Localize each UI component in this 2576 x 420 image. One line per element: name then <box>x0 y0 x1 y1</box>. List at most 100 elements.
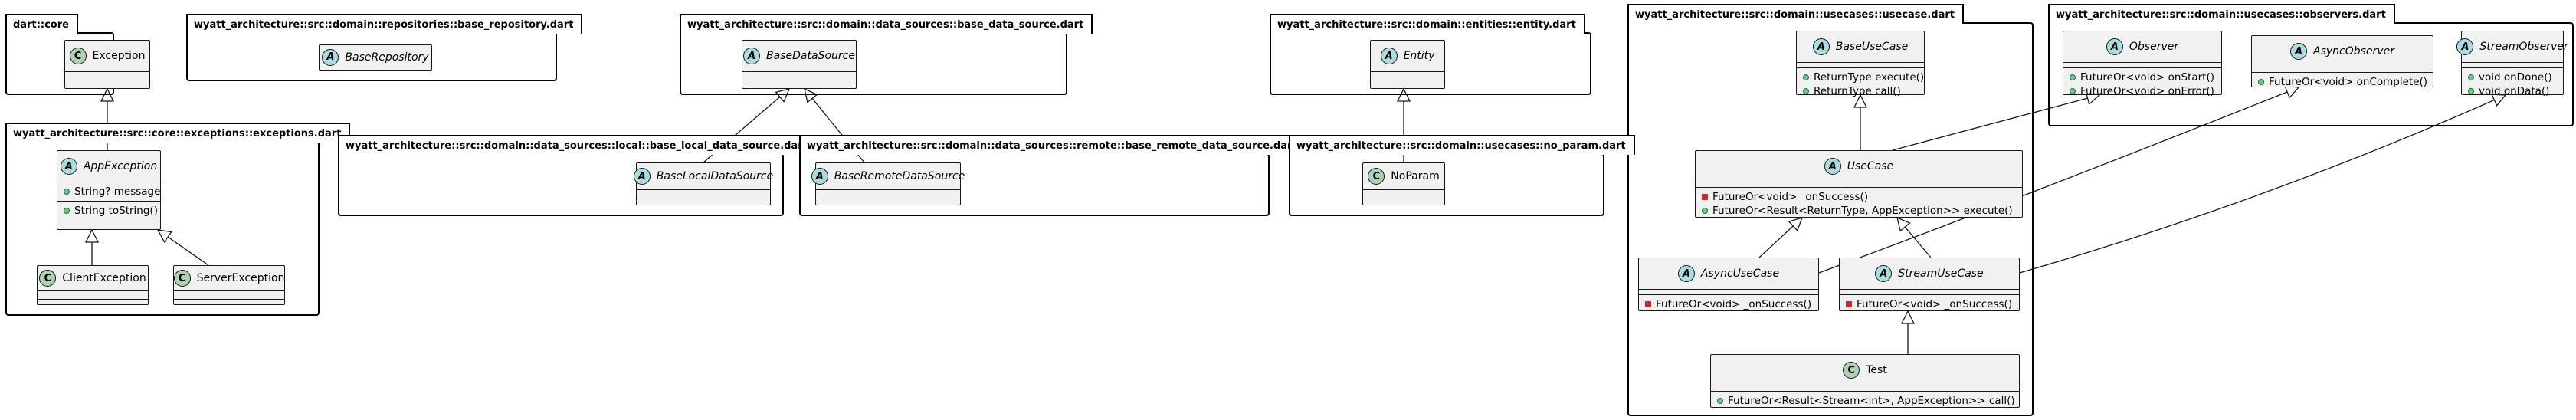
field-text: String? message <box>74 185 161 198</box>
package-label: wyatt_architecture::src::domain::reposit… <box>186 14 583 34</box>
class-name: Entity <box>1403 50 1435 62</box>
class-fields <box>1711 386 2019 391</box>
package-label: dart::core <box>5 14 78 34</box>
class-c-icon: C <box>69 48 87 64</box>
class-name: BaseDataSource <box>766 50 855 62</box>
method-text: ReturnType execute() <box>1814 71 1925 84</box>
class-c-icon: C <box>39 270 57 287</box>
class-fields <box>1371 71 1444 84</box>
class-fields <box>816 189 960 199</box>
class-fields <box>65 71 149 84</box>
class-header: C Exception <box>65 41 149 71</box>
public-visibility-icon <box>2070 88 2076 94</box>
class-methods <box>637 199 770 208</box>
class-methods <box>1363 199 1444 208</box>
public-visibility-icon <box>2468 88 2474 94</box>
class-header: A Observer <box>2063 31 2221 62</box>
class-c-icon: C <box>173 270 191 287</box>
class-methods <box>816 199 960 208</box>
public-visibility-icon <box>1702 208 1708 214</box>
abstract-a-icon: A <box>2106 38 2123 55</box>
method-text: FutureOr<Result<ReturnType, AppException… <box>1712 205 2013 217</box>
method: FutureOr<void> onStart() <box>2070 71 2215 84</box>
abstract-a-icon: A <box>1824 158 1841 175</box>
class-c-icon: C <box>1368 168 1385 185</box>
private-visibility-icon <box>1702 194 1708 200</box>
class-fields <box>2252 67 2433 72</box>
method-text: FutureOr<void> _onSuccess() <box>1656 298 1812 310</box>
class-name: BaseUseCase <box>1835 41 1909 53</box>
class-fields <box>1840 289 2019 294</box>
method: ReturnType execute() <box>1803 71 1924 84</box>
method-text: ReturnType call() <box>1814 85 1901 97</box>
class-methods <box>742 84 856 96</box>
method-text: FutureOr<void> onComplete() <box>2269 76 2428 88</box>
class-fields <box>1696 182 2022 187</box>
method: void onData() <box>2468 84 2557 98</box>
method-text: void onDone() <box>2479 71 2552 84</box>
class-c-icon: C <box>1843 362 1860 379</box>
class-name: StreamObserver <box>2479 41 2568 53</box>
package-label: wyatt_architecture::src::domain::usecase… <box>1627 4 1964 24</box>
class-header: A StreamObserver <box>2456 31 2568 62</box>
class-methods: FutureOr<Result<Stream<int>, AppExceptio… <box>1711 391 2019 410</box>
class-fields <box>637 189 770 199</box>
method: FutureOr<void> onComplete() <box>2258 75 2427 89</box>
abstract-a-icon: A <box>1677 265 1695 282</box>
method: FutureOr<void> onError() <box>2070 84 2215 98</box>
package-dart-core: dart::core <box>5 14 114 95</box>
package-usecase: wyatt_architecture::src::domain::usecase… <box>1627 4 2034 416</box>
method-text: FutureOr<Result<Stream<int>, AppExceptio… <box>1728 395 2015 407</box>
class-methods: String toString() <box>57 201 160 220</box>
package-label: wyatt_architecture::src::domain::usecase… <box>1289 135 1635 155</box>
class-observer[interactable]: A Observer FutureOr<void> onStart() Futur… <box>2063 31 2222 98</box>
private-visibility-icon <box>1645 301 1651 307</box>
abstract-a-icon: A <box>2290 43 2308 60</box>
class-fields <box>1797 62 1924 67</box>
class-name: Exception <box>92 50 146 62</box>
public-visibility-icon <box>1717 398 1723 404</box>
class-fields <box>174 290 284 299</box>
package-base-remote-data-source: wyatt_architecture::src::domain::data_so… <box>799 135 1306 216</box>
class-stream-observer[interactable]: A StreamObserver void onDone() void onDat… <box>2456 31 2568 98</box>
method: void onDone() <box>2468 71 2557 84</box>
abstract-a-icon: A <box>2456 38 2474 55</box>
class-name: NoParam <box>1391 170 1440 182</box>
class-no-param[interactable]: C NoParam <box>1362 162 1445 205</box>
public-visibility-icon <box>1803 88 1809 94</box>
class-name: Observer <box>2129 41 2179 53</box>
class-exception[interactable]: C Exception <box>64 40 150 89</box>
class-methods: FutureOr<void> onComplete() <box>2252 72 2433 91</box>
class-fields <box>38 290 148 299</box>
method-text: FutureOr<void> onError() <box>2080 85 2214 97</box>
class-name: StreamUseCase <box>1898 267 1984 280</box>
class-methods <box>1371 84 1444 96</box>
